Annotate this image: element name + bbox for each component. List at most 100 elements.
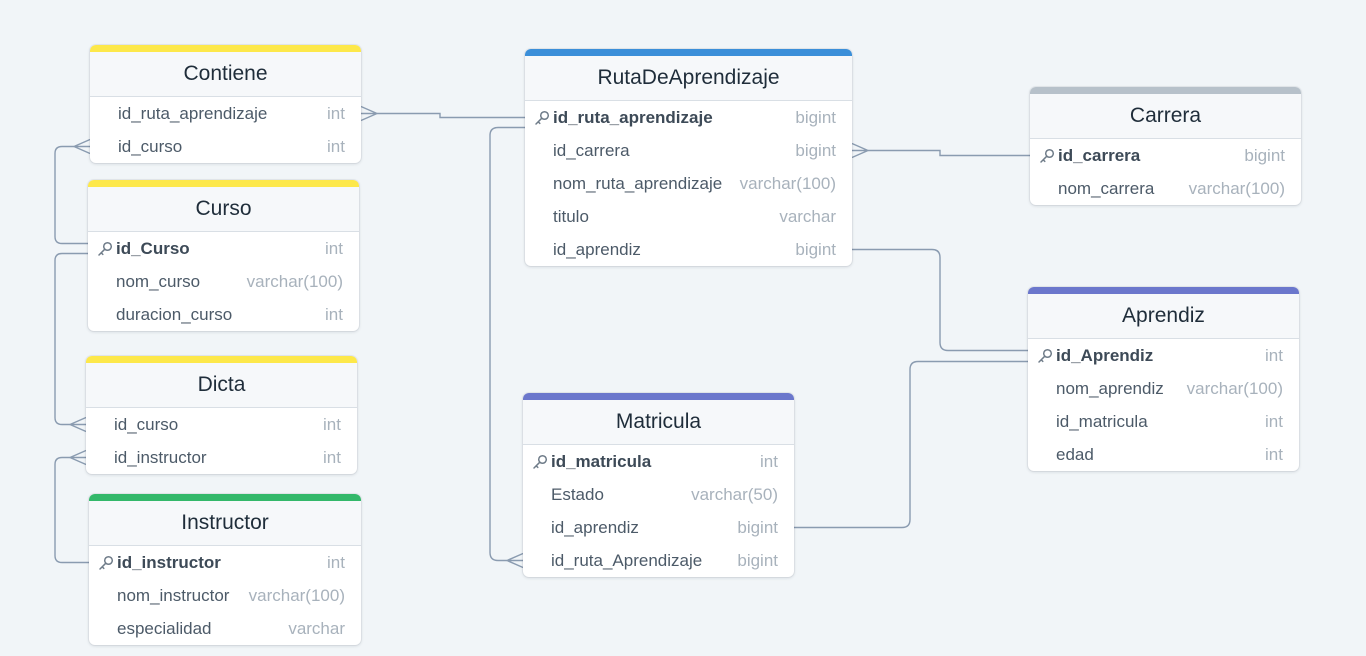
- field-row[interactable]: duracion_curso int: [88, 298, 359, 331]
- field-name: id_matricula: [1056, 412, 1148, 431]
- primary-key-field[interactable]: id_instructor int: [89, 546, 361, 579]
- table-title[interactable]: RutaDeAprendizaje: [525, 56, 852, 101]
- primary-key-field[interactable]: id_Curso int: [88, 232, 359, 265]
- table-title[interactable]: Instructor: [89, 501, 361, 546]
- table-title[interactable]: Dicta: [86, 363, 357, 408]
- connector-dicta-instructor: [54, 456, 89, 564]
- field-name: nom_carrera: [1058, 179, 1155, 198]
- field-name: id_instructor: [114, 448, 207, 467]
- field-row[interactable]: nom_aprendiz varchar(100): [1028, 372, 1299, 405]
- field-type: varchar: [288, 619, 345, 638]
- field-type: varchar(100): [246, 272, 343, 291]
- connector-ruta-carrera: [868, 149, 1030, 157]
- field-row[interactable]: nom_curso varchar(100): [88, 265, 359, 298]
- field-type: bigint: [1244, 146, 1285, 165]
- field-type: int: [325, 239, 343, 258]
- field-name: edad: [1056, 445, 1094, 464]
- connector-contiene-curso: [54, 145, 88, 245]
- field-type: int: [323, 415, 341, 434]
- field-name: id_curso: [114, 415, 179, 434]
- field-name: id_Curso: [116, 239, 190, 258]
- key-icon: [99, 555, 114, 570]
- field-type: int: [327, 553, 345, 572]
- field-row[interactable]: id_curso int: [86, 408, 357, 441]
- field-name: duracion_curso: [116, 305, 233, 324]
- field-type: int: [327, 137, 345, 156]
- table-carrera[interactable]: Carrera id_carrera bigint nom_carrera varcha…: [1030, 87, 1301, 205]
- field-name: especialidad: [117, 619, 212, 638]
- crowfoot-dicta-instructor: [69, 449, 87, 466]
- field-name: id_ruta_Aprendizaje: [551, 551, 703, 570]
- field-row[interactable]: especialidad varchar: [89, 612, 361, 645]
- field-type: varchar(100): [1186, 379, 1283, 398]
- field-name: id_curso: [118, 137, 183, 156]
- crowfoot-matricula-ruta: [506, 552, 524, 569]
- table-color-bar: [90, 45, 361, 52]
- table-title[interactable]: Contiene: [90, 52, 361, 97]
- field-name: id_Aprendiz: [1056, 346, 1154, 365]
- crowfoot-contiene-ruta: [360, 105, 378, 122]
- table-color-bar: [1028, 287, 1299, 294]
- table-instructor[interactable]: Instructor id_instructor int nom_instructor…: [89, 494, 361, 645]
- field-type: bigint: [795, 141, 836, 160]
- field-type: int: [1265, 346, 1283, 365]
- field-name: id_carrera: [1058, 146, 1141, 165]
- field-type: int: [325, 305, 343, 324]
- table-color-bar: [88, 180, 359, 187]
- field-row[interactable]: id_curso int: [90, 130, 361, 163]
- field-type: bigint: [795, 240, 836, 259]
- primary-key-field[interactable]: id_Aprendiz int: [1028, 339, 1299, 372]
- table-title[interactable]: Carrera: [1030, 94, 1301, 139]
- field-row[interactable]: titulo varchar: [525, 200, 852, 233]
- field-type: varchar: [779, 207, 836, 226]
- field-row[interactable]: id_aprendiz bigint: [523, 511, 794, 544]
- table-title[interactable]: Aprendiz: [1028, 294, 1299, 339]
- field-type: varchar(100): [1188, 179, 1285, 198]
- field-name: id_instructor: [117, 553, 221, 572]
- crowfoot-contiene-curso: [73, 138, 91, 155]
- connector-contiene-ruta: [377, 112, 525, 119]
- primary-key-field[interactable]: id_carrera bigint: [1030, 139, 1301, 172]
- table-title[interactable]: Matricula: [523, 400, 794, 445]
- field-type: bigint: [737, 518, 778, 537]
- field-row[interactable]: edad int: [1028, 438, 1299, 471]
- key-icon: [533, 454, 548, 469]
- field-type: varchar(100): [739, 174, 836, 193]
- field-type: int: [1265, 445, 1283, 464]
- key-icon: [1040, 148, 1055, 163]
- field-row[interactable]: id_aprendiz bigint: [525, 233, 852, 266]
- crowfoot-ruta-carrera: [851, 142, 869, 159]
- field-row[interactable]: Estado varchar(50): [523, 478, 794, 511]
- field-row[interactable]: id_ruta_Aprendizaje bigint: [523, 544, 794, 577]
- field-type: bigint: [737, 551, 778, 570]
- table-color-bar: [1030, 87, 1301, 94]
- field-row[interactable]: nom_carrera varchar(100): [1030, 172, 1301, 205]
- crowfoot-dicta-curso: [69, 416, 87, 433]
- field-name: titulo: [553, 207, 589, 226]
- table-color-bar: [89, 494, 361, 501]
- field-name: id_aprendiz: [553, 240, 641, 259]
- field-name: id_aprendiz: [551, 518, 639, 537]
- table-color-bar: [525, 49, 852, 56]
- field-type: int: [760, 452, 778, 471]
- field-name: nom_aprendiz: [1056, 379, 1164, 398]
- field-type: varchar(50): [691, 485, 778, 504]
- table-title[interactable]: Curso: [88, 187, 359, 232]
- field-name: Estado: [551, 485, 604, 504]
- field-name: nom_curso: [116, 272, 201, 291]
